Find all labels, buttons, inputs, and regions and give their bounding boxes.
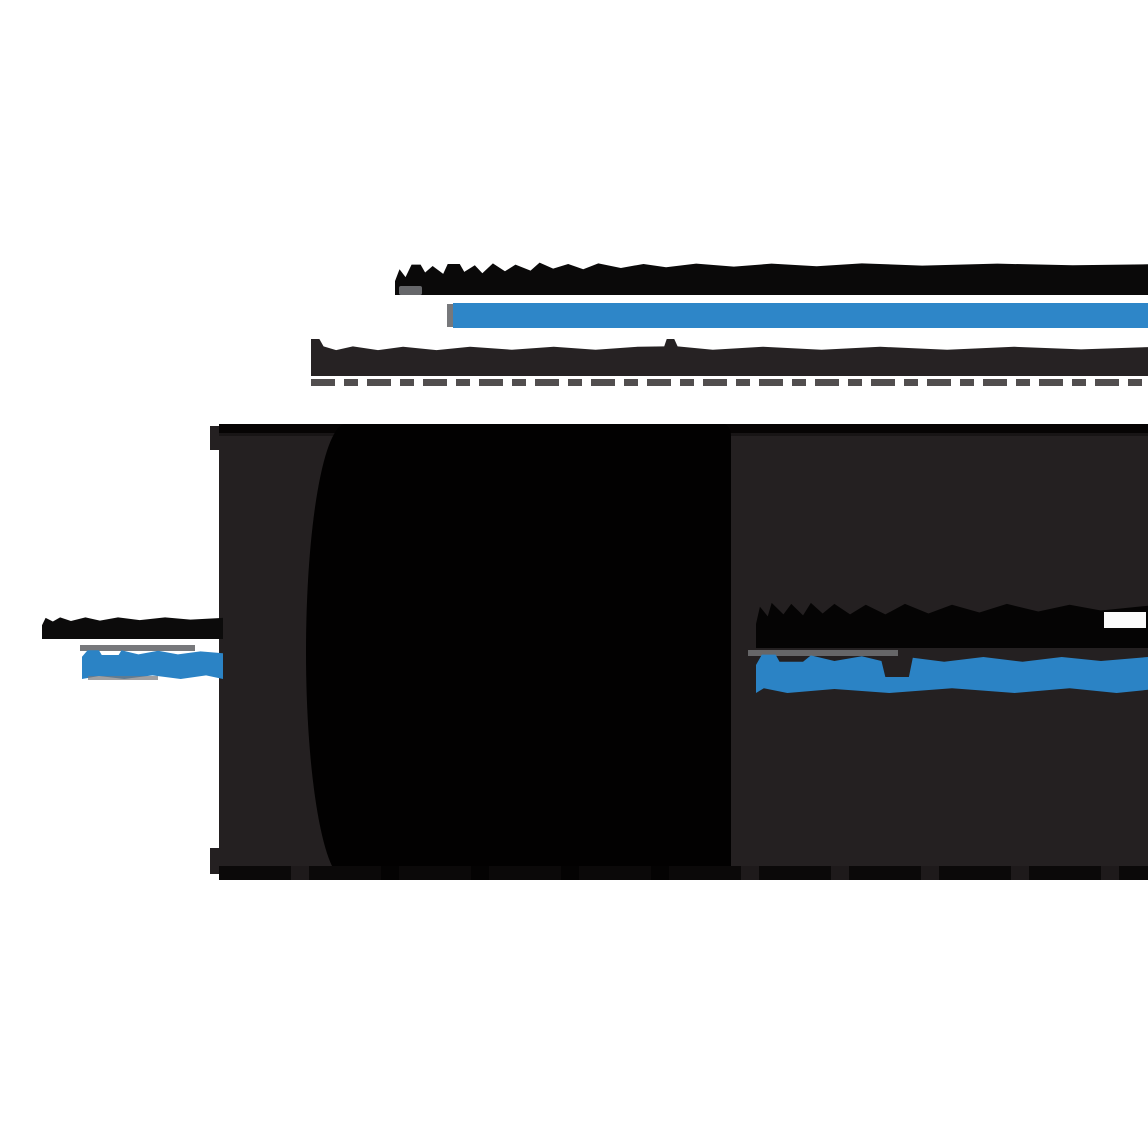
panel-title-white-dash <box>1104 612 1146 628</box>
accent-underline-bar <box>453 303 1148 328</box>
accent-underline-tip <box>447 304 454 327</box>
hero-photo-panel <box>219 424 1148 880</box>
left-caption-link-redacted <box>82 650 223 679</box>
headline-text-redacted <box>395 262 1148 295</box>
subheadline-text-redacted <box>311 339 1148 376</box>
panel-edge-nub-top <box>210 426 220 450</box>
left-caption-underfringe <box>88 676 158 680</box>
left-caption-fringe <box>80 645 195 651</box>
body-text-line-redacted <box>311 379 1148 386</box>
panel-edge-nub-bottom <box>210 848 220 874</box>
panel-subtitle-fringe <box>748 650 898 656</box>
panel-link-text-redacted <box>756 654 1148 693</box>
trademark-mark <box>399 286 422 295</box>
panel-title-text-redacted <box>756 602 1148 648</box>
panel-bottom-shadow <box>219 866 1148 880</box>
left-caption-title-redacted <box>42 617 223 639</box>
product-lens-silhouette <box>306 424 731 880</box>
